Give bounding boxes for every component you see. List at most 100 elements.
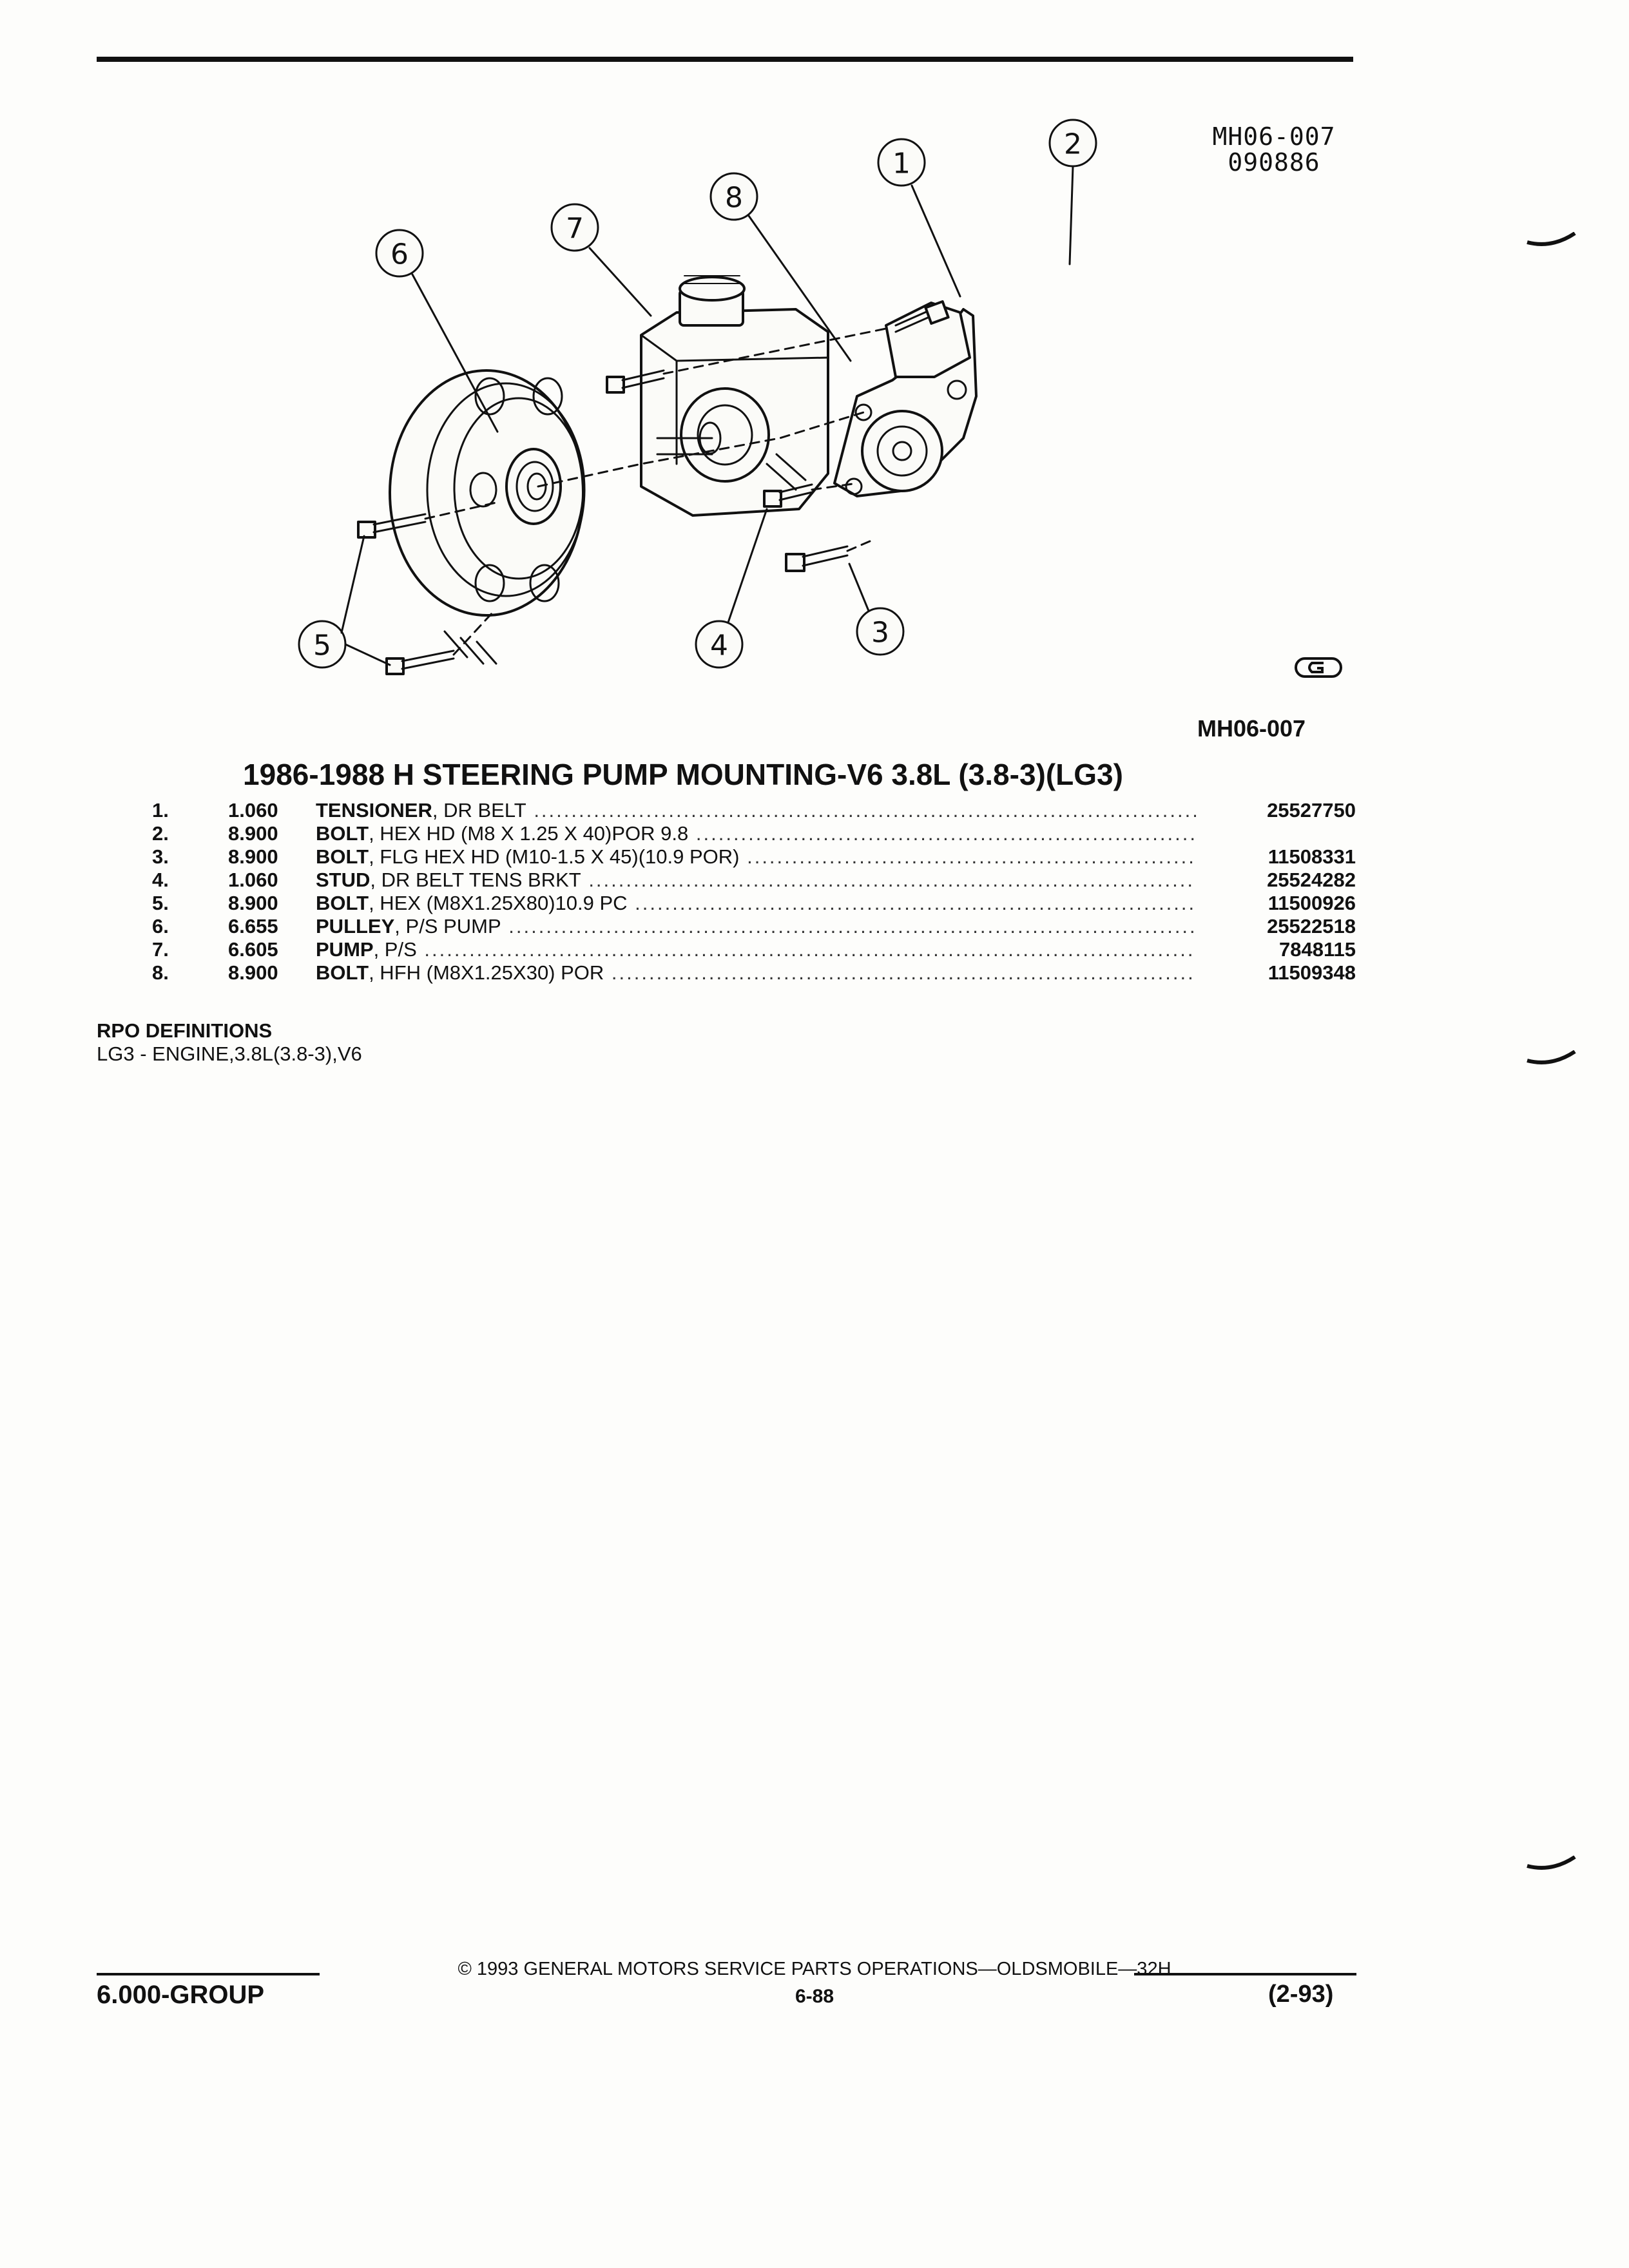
callout-8: 8 xyxy=(725,182,743,215)
part-name: BOLT xyxy=(316,961,369,984)
part-name: STUD xyxy=(316,869,371,891)
part-name: TENSIONER xyxy=(316,799,432,822)
part-row: 4. 1.060 STUD, DR BELT TENS BRKT .........… xyxy=(152,869,1356,892)
part-description: TENSIONER, DR BELT .....................… xyxy=(316,799,1196,822)
part-catalog-number: 25524282 xyxy=(1267,869,1356,891)
part-number: 3. xyxy=(152,845,169,868)
rpo-definition: LG3 - ENGINE,3.8L(3.8-3),V6 xyxy=(97,1043,362,1065)
pump-drawing xyxy=(640,275,829,517)
section-title: 1986-1988 H STEERING PUMP MOUNTING-V6 3.… xyxy=(243,758,1123,791)
callout-leaders xyxy=(298,119,1097,669)
top-rule xyxy=(97,57,1353,62)
bolt-3 xyxy=(785,545,849,572)
part-group: 8.900 xyxy=(228,822,278,845)
leader-dots: ........................................… xyxy=(635,892,1196,914)
scan-mark-icon xyxy=(1527,1856,1576,1870)
footer-rule-right xyxy=(1134,1973,1356,1975)
part-spec: , HEX (M8X1.25X80)10.9 PC xyxy=(369,892,628,914)
alignment-lines xyxy=(424,327,887,656)
part-group: 1.060 xyxy=(228,799,278,822)
part-catalog-number: 11508331 xyxy=(1268,845,1356,868)
part-group: 1.060 xyxy=(228,869,278,891)
footer-page-number: 6-88 xyxy=(795,1986,834,2007)
part-number: 5. xyxy=(152,892,169,914)
part-catalog-number: 25527750 xyxy=(1267,799,1356,822)
leader-dots: ........................................… xyxy=(588,869,1196,891)
part-number: 2. xyxy=(152,822,169,845)
part-row: 2. 8.900 BOLT, HEX HD (M8 X 1.25 X 40)POR … xyxy=(152,822,1356,845)
part-spec: , P/S PUMP xyxy=(394,915,501,937)
part-catalog-number: 11500926 xyxy=(1268,892,1356,914)
callout-1: 1 xyxy=(892,148,911,180)
callout-3: 3 xyxy=(871,617,889,649)
footer-rule-left xyxy=(97,1973,320,1975)
figure-code: MH06-007 090886 xyxy=(1200,124,1348,175)
part-row: 5. 8.900 BOLT, HEX (M8X1.25X80)10.9 PC ...… xyxy=(152,892,1356,915)
callout-7: 7 xyxy=(566,213,584,245)
part-spec: , FLG HEX HD (M10-1.5 X 45)(10.9 POR) xyxy=(369,845,740,868)
part-group: 8.900 xyxy=(228,892,278,914)
bolt-5-upper xyxy=(357,513,427,539)
part-catalog-number: 11509348 xyxy=(1268,961,1356,984)
part-name: PULLEY xyxy=(316,915,395,937)
part-description: BOLT, HEX HD (M8 X 1.25 X 40)POR 9.8 ...… xyxy=(316,822,1196,845)
part-group: 8.900 xyxy=(228,845,278,868)
figure-reference: MH06-007 xyxy=(1197,715,1306,742)
figure-code-line-2: 090886 xyxy=(1228,148,1320,177)
part-number: 1. xyxy=(152,799,169,822)
part-number: 8. xyxy=(152,961,169,984)
part-name: BOLT xyxy=(316,892,369,914)
rpo-heading: RPO DEFINITIONS xyxy=(97,1019,273,1042)
callout-2: 2 xyxy=(1064,128,1082,161)
part-description: BOLT, HFH (M8X1.25X30) POR .............… xyxy=(316,961,1196,985)
part-name: BOLT xyxy=(316,845,369,868)
leader-dots: ........................................… xyxy=(695,822,1196,845)
scan-mark-icon xyxy=(1527,232,1576,246)
part-description: BOLT, HEX (M8X1.25X80)10.9 PC ..........… xyxy=(316,892,1196,915)
footer-date: (2-93) xyxy=(1268,1981,1334,2008)
part-spec: , HFH (M8X1.25X30) POR xyxy=(369,961,604,984)
part-spec: , DR BELT TENS BRKT xyxy=(370,869,581,891)
pulley-drawing xyxy=(389,369,586,665)
part-row: 7. 6.605 PUMP, P/S .......................… xyxy=(152,938,1356,961)
footer-group: 6.000-GROUP xyxy=(97,1981,265,2009)
part-catalog-number: 7848115 xyxy=(1279,938,1356,961)
part-description: PULLEY, P/S PUMP .......................… xyxy=(316,915,1196,938)
part-description: BOLT, FLG HEX HD (M10-1.5 X 45)(10.9 POR… xyxy=(316,845,1196,869)
gm-logo-icon xyxy=(1295,657,1342,678)
part-name: BOLT xyxy=(316,822,369,845)
part-row: 3. 8.900 BOLT, FLG HEX HD (M10-1.5 X 45)(1… xyxy=(152,845,1356,869)
leader-dots: ........................................… xyxy=(747,845,1196,868)
callout-6: 6 xyxy=(390,238,409,271)
leader-dots: ........................................… xyxy=(534,799,1196,822)
part-row: 8. 8.900 BOLT, HFH (M8X1.25X30) POR ......… xyxy=(152,961,1356,985)
part-number: 4. xyxy=(152,869,169,891)
part-name: PUMP xyxy=(316,938,374,961)
part-group: 8.900 xyxy=(228,961,278,984)
tensioner-drawing xyxy=(833,302,978,497)
part-spec: , HEX HD (M8 X 1.25 X 40)POR 9.8 xyxy=(369,822,689,845)
part-description: STUD, DR BELT TENS BRKT ................… xyxy=(316,869,1196,892)
part-group: 6.655 xyxy=(228,915,278,937)
bolt-8 xyxy=(606,369,665,394)
bolt-2 xyxy=(894,300,950,333)
part-number: 6. xyxy=(152,915,169,937)
leader-dots: ........................................… xyxy=(508,915,1196,937)
part-description: PUMP, P/S ..............................… xyxy=(316,938,1196,961)
footer-copyright: © 1993 GENERAL MOTORS SERVICE PARTS OPER… xyxy=(458,1959,1171,1979)
part-catalog-number: 25522518 xyxy=(1267,915,1356,937)
part-group: 6.605 xyxy=(228,938,278,961)
figure-code-line-1: MH06-007 xyxy=(1212,122,1336,151)
part-row: 6. 6.655 PULLEY, P/S PUMP ................… xyxy=(152,915,1356,938)
callout-5: 5 xyxy=(313,629,331,662)
scan-mark-icon xyxy=(1527,1050,1576,1064)
callout-4: 4 xyxy=(710,629,728,662)
leader-dots: ........................................… xyxy=(424,938,1196,961)
part-spec: , P/S xyxy=(373,938,417,961)
part-spec: , DR BELT xyxy=(432,799,526,822)
bolt-4 xyxy=(763,483,813,508)
bolt-5-lower xyxy=(385,649,455,675)
leader-dots: ........................................… xyxy=(611,961,1196,984)
parts-list: 1. 1.060 TENSIONER, DR BELT ..............… xyxy=(152,799,1356,985)
part-number: 7. xyxy=(152,938,169,961)
